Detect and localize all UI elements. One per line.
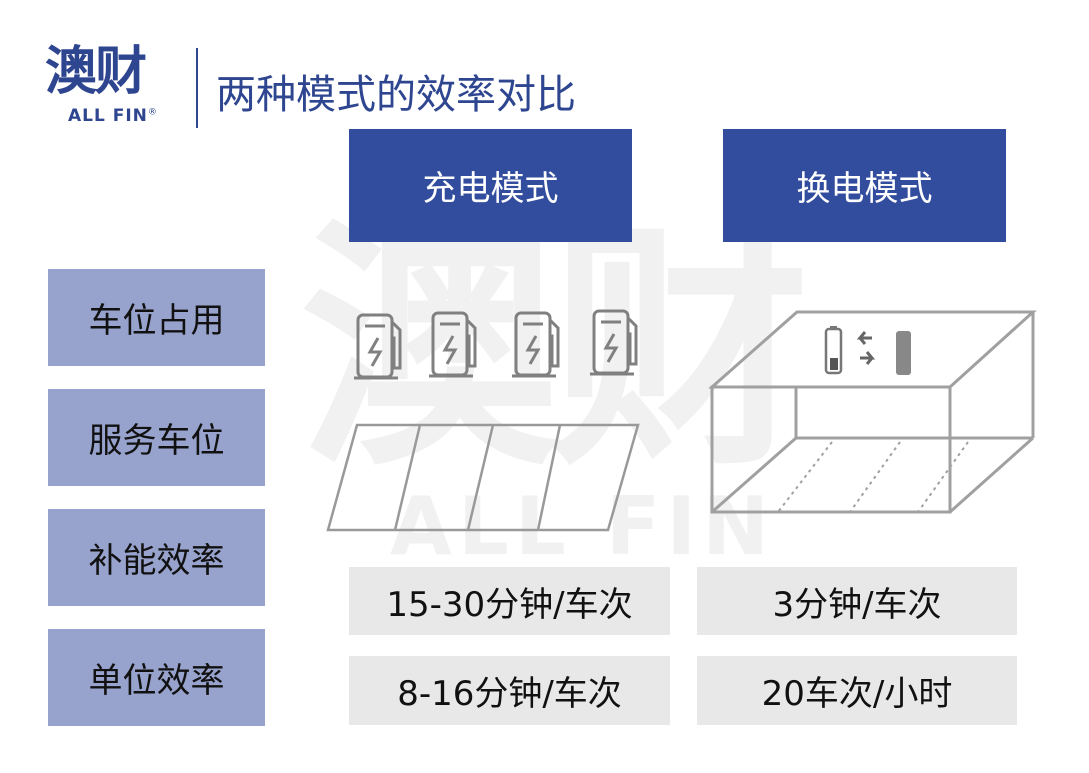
row-label-unit-efficiency: 单位效率 (48, 629, 265, 726)
page-title: 两种模式的效率对比 (216, 72, 576, 118)
cell-charging-recharge-efficiency: 15-30分钟/车次 (349, 567, 670, 635)
header-charging-mode: 充电模式 (349, 129, 632, 242)
row-label-service-spaces: 服务车位 (48, 389, 265, 486)
header-swap-mode: 换电模式 (723, 129, 1006, 242)
parking-slots (326, 423, 640, 532)
row-label-parking-occupancy: 车位占用 (48, 269, 265, 366)
watermark-en: ALL FIN (390, 480, 776, 573)
charger-icon (354, 313, 402, 380)
logo-cn: 澳财 (45, 42, 147, 102)
logo-en: ALL FIN® (68, 106, 158, 126)
cell-swap-recharge-efficiency: 3分钟/车次 (697, 567, 1017, 635)
battery-swap-icon (824, 326, 911, 375)
watermark-cn: 澳财 (300, 199, 810, 501)
charging-stations-illustration (326, 309, 640, 532)
cell-swap-unit-efficiency: 20车次/小时 (697, 656, 1017, 725)
title-divider (196, 48, 198, 128)
row-label-recharge-efficiency: 补能效率 (48, 509, 265, 606)
battery-swap-illustration (708, 310, 1037, 514)
cell-charging-unit-efficiency: 8-16分钟/车次 (349, 656, 670, 725)
